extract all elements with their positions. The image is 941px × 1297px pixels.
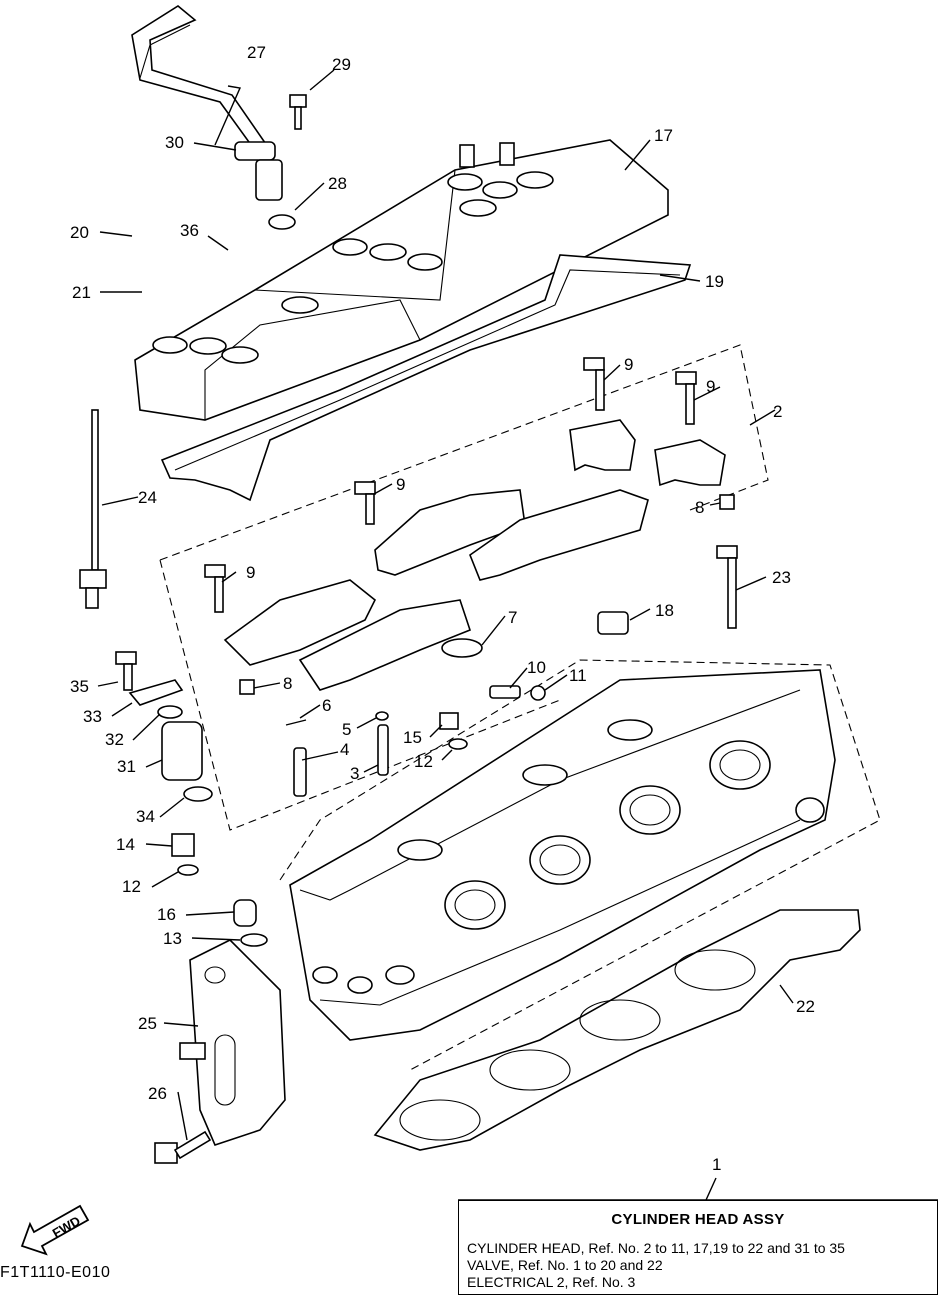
- o-ring-32: [157, 705, 183, 719]
- assembly-row: VALVE, Ref. No. 1 to 20 and 22: [467, 1257, 663, 1273]
- o-ring-28: [268, 214, 296, 230]
- callout-2: 2: [773, 402, 782, 421]
- callout-18: 18: [655, 601, 674, 620]
- part-5: [375, 711, 389, 721]
- plug-7: [441, 638, 483, 658]
- part-3: [377, 724, 389, 776]
- callout-32: 32: [105, 730, 124, 749]
- dowel-8: [719, 494, 735, 510]
- callout-8b: 8: [283, 674, 292, 693]
- callout-8a: 8: [695, 498, 704, 517]
- spark-plug-24: [79, 409, 107, 609]
- assembly-ref-number: 1: [712, 1155, 722, 1174]
- part-31: [161, 721, 203, 781]
- callout-22: 22: [796, 997, 815, 1016]
- plate-33: [128, 679, 184, 706]
- nut-15: [439, 712, 459, 730]
- washer-12b: [177, 864, 199, 876]
- cylinder-head-body: [289, 669, 836, 1041]
- callout-9c: 9: [396, 475, 405, 494]
- callout-23: 23: [772, 568, 791, 587]
- bolt-29: [289, 94, 307, 130]
- bolt-26: [154, 1130, 212, 1164]
- callout-33: 33: [83, 707, 102, 726]
- cam-cap-bolts-9: [204, 357, 697, 613]
- part-4: [293, 747, 307, 797]
- callout-26: 26: [148, 1084, 167, 1103]
- nut-14: [171, 833, 195, 857]
- o-ring-34: [183, 786, 213, 802]
- callout-9d: 9: [246, 563, 255, 582]
- callout-27: 27: [247, 43, 266, 62]
- assembly-info-box: CYLINDER HEAD ASSY CYLINDER HEAD, Ref. N…: [458, 1200, 938, 1295]
- part-18: [597, 611, 629, 635]
- callout-9b: 9: [706, 377, 715, 396]
- callout-28: 28: [328, 174, 347, 193]
- callout-5: 5: [342, 720, 351, 739]
- head-cover-gasket-19: [160, 254, 692, 502]
- cam-caps: [223, 419, 726, 691]
- cover-plate-25: [179, 939, 286, 1146]
- assembly-rows: CYLINDER HEAD, Ref. No. 2 to 11, 17,19 t…: [467, 1240, 937, 1291]
- dowel-8b: [239, 679, 255, 695]
- figure-code: F1T1110-E010: [0, 1264, 111, 1281]
- washer-13: [240, 933, 268, 947]
- breather-hose-27: [131, 5, 283, 201]
- callout-15: 15: [403, 728, 422, 747]
- callout-21: 21: [72, 283, 91, 302]
- sensor-10: [489, 685, 521, 699]
- callout-16: 16: [157, 905, 176, 924]
- assembly-row: ELECTRICAL 2, Ref. No. 3: [467, 1274, 636, 1290]
- callout-17: 17: [654, 126, 673, 145]
- callout-11: 11: [569, 666, 587, 685]
- callout-34: 34: [136, 807, 155, 826]
- callout-9a: 9: [624, 355, 633, 374]
- callout-36: 36: [180, 221, 199, 240]
- callout-10: 10: [527, 658, 546, 677]
- head-gasket-22: [373, 909, 861, 1151]
- pin-6: [285, 719, 307, 726]
- callout-25: 25: [138, 1014, 157, 1033]
- callout-12a: 12: [414, 752, 433, 771]
- callout-12b: 12: [122, 877, 141, 896]
- callout-19: 19: [705, 272, 724, 291]
- callout-7: 7: [508, 608, 517, 627]
- washer-11: [530, 685, 546, 701]
- callout-6: 6: [322, 696, 331, 715]
- callout-24: 24: [138, 488, 157, 507]
- callout-numbers: 27 29 30 17 28 20 36 19 21 9 9 2 9 24 8 …: [70, 43, 815, 1103]
- callout-3: 3: [350, 764, 359, 783]
- bolt-35: [115, 651, 137, 691]
- callout-14: 14: [116, 835, 135, 854]
- callout-30: 30: [165, 133, 184, 152]
- washer-12a: [448, 738, 468, 750]
- callout-20: 20: [70, 223, 89, 242]
- callout-31: 31: [117, 757, 136, 776]
- cap-nut-16: [233, 899, 257, 927]
- forward-arrow-icon: FWD: [20, 1204, 90, 1256]
- callout-35: 35: [70, 677, 89, 696]
- callout-4: 4: [340, 740, 349, 759]
- bolt-23: [716, 545, 738, 629]
- assembly-title: CYLINDER HEAD ASSY: [611, 1211, 785, 1228]
- assembly-row: CYLINDER HEAD, Ref. No. 2 to 11, 17,19 t…: [467, 1240, 845, 1256]
- callout-13: 13: [163, 929, 182, 948]
- head-cover-17: [134, 139, 669, 421]
- callout-29: 29: [332, 55, 351, 74]
